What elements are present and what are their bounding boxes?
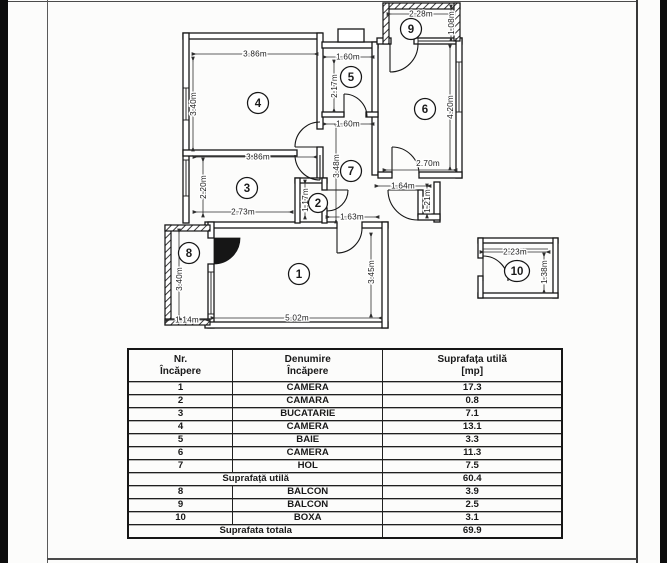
svg-text:8: 8 [186,248,193,260]
room-numbers: 1 2 3 4 5 6 7 8 9 10 [177,17,531,286]
dim-label: 3.40m [189,92,198,116]
page-frame-right [636,0,638,563]
dim-label: 2.73m [231,208,255,217]
door-room4 [294,121,321,148]
door-room1 [336,227,363,254]
room-number-1: 1 [287,262,311,286]
room-number-5: 5 [339,65,363,89]
dim-label: 3.86m [246,153,270,162]
room-number-4: 4 [246,91,270,115]
floor-plan: 2.28m 1.08m 3.86m 3.40m 1.60m 2.17m 4.20… [164,2,559,329]
dimension-labels: 2.28m 1.08m 3.86m 3.40m 1.60m 2.17m 4.20… [174,8,551,326]
balcony-walls [164,2,461,326]
svg-text:6: 6 [422,104,428,116]
dim-label: 1.21m [423,189,432,213]
svg-text:9: 9 [408,24,414,36]
svg-text:7: 7 [348,166,354,178]
dim-label: 2.17m [330,74,339,98]
dim-label: 3.48m [332,154,341,178]
scan-edge-right [660,0,667,563]
room-number-2: 2 [307,192,329,214]
total-value: 69.9 [382,524,563,539]
svg-text:10: 10 [511,266,524,278]
room-number-9: 9 [399,17,423,41]
dim-label: 1.38m [540,260,549,284]
dim-label: 1.60m [336,53,360,62]
header-suprafata: Suprafața utilă[mp] [382,348,563,382]
svg-text:5: 5 [348,72,355,84]
dim-label: 1.60m [336,120,360,129]
dim-label: 1.63m [340,213,364,222]
door-balcony8 [213,237,241,265]
dim-label: 1.64m [391,182,415,191]
page-frame-left [47,0,48,563]
dim-label: 2.23m [503,248,527,257]
door-bath [343,93,368,118]
total-label: Suprafata totala [127,524,384,539]
header-nr: Nr.Încăpere [127,348,234,382]
door-kitchen [294,154,321,181]
dim-label: 2.70m [416,159,440,168]
dim-label: 3.45m [367,260,376,284]
dim-label: 2.28m [409,10,433,19]
svg-text:1: 1 [296,269,303,281]
dim-label: 1.17m [301,188,310,212]
room-number-8: 8 [177,241,201,265]
dim-label: 1.08m [447,11,456,35]
svg-text:3: 3 [244,183,250,195]
room-number-10: 10 [503,259,531,283]
subtotal-label: Suprafață utilă [127,472,384,486]
page-frame-bottom [47,558,637,560]
dim-label: 3.40m [175,267,184,291]
door-balcony9 [389,43,419,73]
room-number-3: 3 [235,176,259,200]
door-room2 [326,189,349,212]
room-number-6: 6 [413,97,437,121]
scan-edge-left [0,0,8,563]
windows [183,38,462,315]
page-frame-top [8,1,638,2]
dim-label: 4.20m [446,95,455,119]
dimension-lines [165,4,551,322]
svg-text:2: 2 [315,198,321,210]
dim-label: 1.14m [175,316,199,325]
subtotal-value: 60.4 [382,472,563,486]
svg-text:4: 4 [255,98,262,110]
dim-label: 3.86m [243,50,267,59]
dim-label: 2.20m [199,175,208,199]
dim-label: 5.02m [285,314,309,323]
door-entry [387,189,419,221]
doors [213,43,509,282]
room-number-7: 7 [339,159,363,183]
